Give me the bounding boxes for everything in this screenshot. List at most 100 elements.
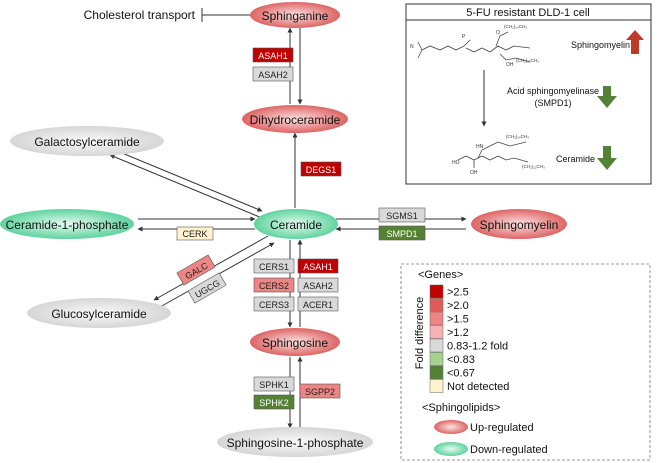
node-label: Sphingomyelin (480, 218, 559, 232)
legend-item-label: >2.0 (447, 300, 469, 312)
inset-enzyme-abbrev: (SMPD1) (534, 98, 571, 108)
inset-panel: 5-FU resistant DLD-1 cell N P O (CH₂)₁₄C… (405, 3, 652, 185)
node-label: Ceramide (270, 218, 322, 232)
legend-up-swatch (434, 420, 468, 434)
gene-box-sgpp2: SGPP2 (299, 383, 341, 399)
legend-down-label: Down-regulated (470, 444, 548, 456)
legend-swatch (429, 298, 444, 312)
gene-box-cers2: CERS2 (253, 277, 295, 293)
gene-box-asah2-mid: ASAH2 (297, 277, 339, 293)
svg-text:ASAH1: ASAH1 (258, 51, 288, 61)
legend-sphingolipids-header: <Sphingolipids> (422, 402, 500, 414)
node-sphinganine: Sphinganine (250, 2, 340, 28)
node-label: Glucosylceramide (51, 307, 147, 321)
node-label: Sphinganine (262, 9, 329, 23)
legend-gene-items: >2.5>2.0 >1.5>1.2 0.83-1.2 fold<0.83 <0.67N… (429, 284, 509, 393)
node-label: Ceramide-1-phosphate (6, 218, 129, 232)
node-ceramide-1-phosphate: Ceramide-1-phosphate (0, 209, 134, 239)
down-arrow-icon (597, 146, 617, 170)
node-galactosylceramide: Galactosylceramide (10, 126, 164, 156)
legend-item-label: Not detected (447, 381, 509, 393)
gene-box-cers3: CERS3 (253, 296, 295, 312)
gene-box-asah1-top: ASAH1 (252, 47, 294, 63)
svg-text:P: P (462, 34, 466, 40)
legend-swatch (429, 365, 444, 380)
node-sphingosine: Sphingosine (250, 328, 340, 356)
node-label: Galactosylceramide (34, 135, 140, 149)
legend-item-label: 0.83-1.2 fold (447, 341, 508, 353)
svg-text:CERS2: CERS2 (259, 281, 289, 291)
legend-genes-header: <Genes> (418, 269, 463, 281)
svg-text:(CH₂)₁₂CH₃: (CH₂)₁₂CH₃ (522, 164, 545, 169)
legend-fold-label: Fold difference (414, 297, 426, 370)
legend-swatch (429, 338, 444, 353)
legend-item-label: >2.5 (447, 287, 469, 299)
legend-item-label: <0.83 (447, 354, 475, 366)
legend-swatch (429, 311, 444, 326)
node-label: Sphingosine-1-phosphate (227, 436, 364, 450)
legend-item-label: >1.5 (447, 314, 469, 326)
svg-text:HO: HO (452, 160, 460, 166)
inset-ceramide-label: Ceramide (556, 154, 595, 164)
node-label: Cholesterol transport (84, 8, 196, 22)
gene-box-acer1: ACER1 (297, 296, 339, 312)
up-arrow-icon (626, 30, 644, 54)
svg-text:CERS1: CERS1 (259, 262, 289, 272)
svg-text:(CH₂)₁₄CH₃: (CH₂)₁₄CH₃ (506, 134, 529, 139)
legend-item-label: <0.67 (447, 368, 475, 380)
node-dihydroceramide: Dihydroceramide (242, 105, 348, 133)
node-label: Sphingosine (262, 336, 328, 350)
node-glucosylceramide: Glucosylceramide (27, 298, 171, 328)
legend-up-label: Up-regulated (470, 422, 534, 434)
svg-text:CERS3: CERS3 (259, 300, 289, 310)
svg-text:SGPP2: SGPP2 (305, 387, 335, 397)
arrow-ceramide-to-galactosylceramide (109, 154, 263, 219)
gene-box-asah1-mid: ASAH1 (297, 258, 339, 274)
svg-text:HN: HN (476, 144, 484, 150)
svg-text:N: N (410, 44, 414, 50)
legend-swatch (429, 379, 444, 393)
svg-text:SMPD1: SMPD1 (386, 229, 417, 239)
svg-text:CERK: CERK (182, 229, 207, 239)
inset-enzyme-label: Acid sphingomyelinase (507, 86, 599, 96)
gene-box-cers1: CERS1 (253, 258, 295, 274)
svg-text:DEGS1: DEGS1 (306, 165, 337, 175)
gene-box-degs1: DEGS1 (300, 161, 342, 177)
node-label: Dihydroceramide (250, 113, 341, 127)
node-sphingomyelin: Sphingomyelin (471, 209, 567, 239)
inset-sphingomyelin-label: Sphingomyelin (571, 40, 630, 50)
node-ceramide: Ceramide (254, 209, 338, 239)
gene-box-cerk: CERK (176, 226, 214, 241)
gene-box-sphk1: SPHK1 (253, 376, 295, 392)
svg-text:ASAH1: ASAH1 (303, 262, 333, 272)
arrow-galactosylceramide-to-ceramide (109, 147, 263, 212)
legend-item-label: >1.2 (447, 327, 469, 339)
node-cholesterol-transport: Cholesterol transport (84, 8, 196, 22)
gene-box-sphk2: SPHK2 (253, 394, 295, 410)
svg-text:ASAH2: ASAH2 (303, 281, 333, 291)
svg-text:ASAH2: ASAH2 (258, 70, 288, 80)
legend-swatch (429, 325, 444, 339)
node-sphingosine-1-phosphate: Sphingosine-1-phosphate (217, 427, 373, 457)
gene-box-sgms1: SGMS1 (378, 207, 426, 223)
svg-text:SPHK2: SPHK2 (259, 398, 289, 408)
gene-box-asah2-top: ASAH2 (252, 66, 294, 82)
svg-text:O: O (496, 30, 500, 36)
inset-title: 5-FU resistant DLD-1 cell (466, 7, 589, 19)
legend-down-swatch (434, 442, 468, 456)
legend-swatch (429, 284, 444, 299)
svg-text:SGMS1: SGMS1 (386, 211, 418, 221)
legend: <Genes> Fold difference >2.5>2.0 >1.5>1.2… (400, 263, 651, 461)
gene-box-smpd1: SMPD1 (378, 225, 426, 241)
legend-swatch (429, 352, 444, 366)
svg-text:ACER1: ACER1 (303, 300, 333, 310)
svg-text:OH: OH (506, 62, 514, 68)
svg-text:(CH₂)₁₄CH₃: (CH₂)₁₄CH₃ (504, 24, 527, 29)
svg-text:SPHK1: SPHK1 (259, 380, 289, 390)
sphingomyelin-structure (417, 31, 531, 63)
ceramide-structure (457, 141, 529, 168)
svg-text:(CH₂)₁₂CH₃: (CH₂)₁₂CH₃ (516, 58, 539, 63)
down-arrow-icon (597, 86, 617, 108)
svg-text:OH: OH (470, 170, 478, 176)
